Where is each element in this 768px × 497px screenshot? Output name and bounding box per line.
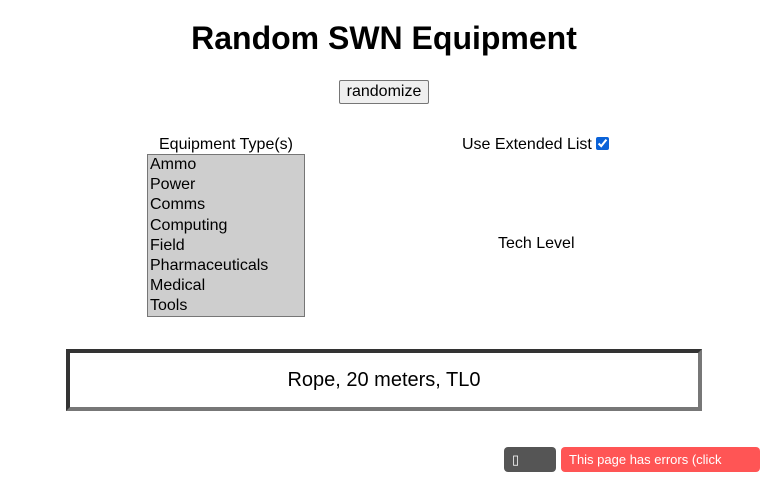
list-item[interactable]: Pharmaceuticals (150, 257, 269, 275)
equipment-types-label: Equipment Type(s) (159, 136, 293, 153)
list-item[interactable]: Medical (150, 277, 206, 295)
page-title: Random SWN Equipment (191, 20, 577, 56)
extended-list-checkbox[interactable] (596, 137, 609, 150)
clear-icon: ▯ (512, 452, 520, 467)
randomize-button[interactable]: randomize (339, 80, 429, 104)
clear-button[interactable]: ▯ clear (504, 447, 556, 492)
errors-button[interactable]: This page has errors (click here) (561, 447, 760, 492)
clear-label: clear (512, 477, 541, 492)
extended-list-label: Use Extended List (462, 136, 592, 153)
equipment-types-listbox[interactable]: Ammo Power Comms Computing Field Pharmac… (147, 154, 305, 317)
list-item[interactable]: Comms (150, 196, 206, 214)
list-item[interactable]: Computing (150, 216, 228, 234)
list-item[interactable]: Tools (150, 297, 188, 315)
result-box: Rope, 20 meters, TL0 (66, 349, 702, 411)
list-item[interactable]: Ammo (150, 156, 197, 173)
tech-level-label: Tech Level (498, 235, 575, 252)
list-item[interactable]: Power (150, 176, 196, 194)
list-item[interactable]: Field (150, 236, 185, 254)
